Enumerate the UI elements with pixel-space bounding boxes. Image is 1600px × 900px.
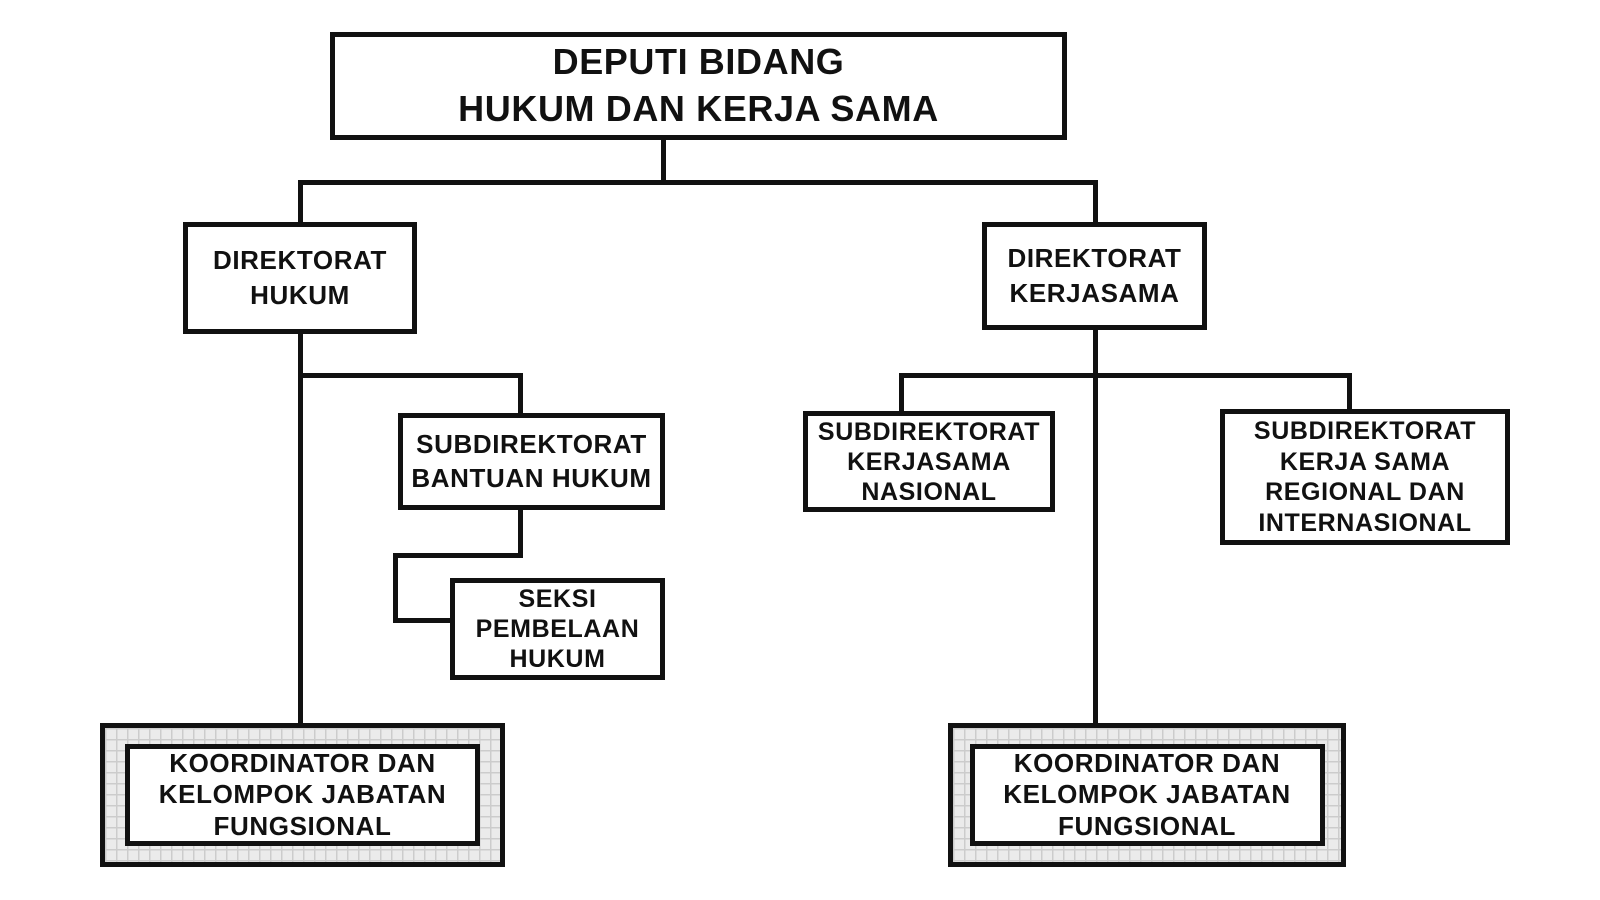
connector-deputi-stem (661, 138, 666, 185)
connector-drop-subdit-bantuan (518, 373, 523, 415)
node-label-line: PEMBELAAN (475, 615, 640, 643)
node-label-line: KOORDINATOR DAN (1013, 748, 1281, 779)
node-label-line: INTERNASIONAL (1258, 508, 1472, 537)
connector-seksi-enter (393, 618, 453, 623)
node-direktorat-hukum: DIREKTORAT HUKUM (183, 222, 417, 334)
connector-seksi-elbow-left (393, 553, 398, 623)
node-label-line: HUKUM (509, 645, 606, 673)
node-label-line: BANTUAN HUKUM (411, 462, 652, 493)
connector-bantuan-stem-down (518, 508, 523, 558)
node-label-line: NASIONAL (861, 477, 997, 506)
node-label-line: HUKUM (250, 280, 350, 310)
node-label-line: KELOMPOK JABATAN (158, 779, 447, 810)
connector-kerjasama-branch (899, 373, 1352, 378)
node-koordinator-kerjasama-frame: KOORDINATOR DAN KELOMPOK JABATAN FUNGSIO… (948, 723, 1346, 867)
node-label-line: SUBDIREKTORAT (1253, 417, 1477, 445)
connector-drop-subdit-nasional (899, 373, 904, 413)
node-label-line: KERJASAMA (1009, 278, 1180, 308)
node-label-line: KERJASAMA (847, 447, 1011, 476)
node-direktorat-kerjasama: DIREKTORAT KERJASAMA (982, 222, 1207, 330)
node-label-line: KERJA SAMA (1279, 447, 1451, 476)
connector-drop-subdit-regional (1347, 373, 1352, 411)
node-label-line: HUKUM DAN KERJA SAMA (458, 88, 939, 129)
node-label-line: DEPUTI BIDANG (552, 41, 845, 83)
node-koordinator-hukum-frame: KOORDINATOR DAN KELOMPOK JABATAN FUNGSIO… (100, 723, 505, 867)
connector-kerjasama-main-vertical (1093, 328, 1098, 723)
node-label-line: DIREKTORAT (1007, 242, 1182, 273)
node-label-line: KELOMPOK JABATAN (1003, 779, 1291, 810)
node-label-line: KOORDINATOR DAN (169, 748, 436, 779)
node-deputi-bidang: DEPUTI BIDANG HUKUM DAN KERJA SAMA (330, 32, 1067, 140)
node-label-line: REGIONAL DAN (1265, 478, 1465, 506)
node-koordinator-kerjasama: KOORDINATOR DAN KELOMPOK JABATAN FUNGSIO… (969, 744, 1325, 846)
node-koordinator-hukum: KOORDINATOR DAN KELOMPOK JABATAN FUNGSIO… (125, 744, 480, 846)
node-label-line: FUNGSIONAL (1058, 810, 1236, 841)
connector-seksi-elbow-top (393, 553, 523, 558)
node-subdirektorat-kerja-sama-regional: SUBDIREKTORAT KERJA SAMA REGIONAL DAN IN… (1220, 409, 1510, 545)
node-label-line: FUNGSIONAL (213, 810, 392, 841)
connector-drop-direktorat-kerjasama (1093, 180, 1098, 224)
connector-hukum-main-vertical (298, 332, 303, 723)
connector-hukum-branch (298, 373, 523, 378)
connector-top-branch (298, 180, 1098, 185)
node-subdirektorat-bantuan-hukum: SUBDIREKTORAT BANTUAN HUKUM (398, 413, 665, 510)
node-label-line: DIREKTORAT (212, 244, 388, 275)
node-label-line: SUBDIREKTORAT (817, 417, 1041, 446)
node-label-line: SUBDIREKTORAT (416, 428, 647, 459)
connector-drop-direktorat-hukum (298, 180, 303, 224)
node-subdirektorat-kerjasama-nasional: SUBDIREKTORAT KERJASAMA NASIONAL (803, 411, 1055, 512)
node-label-line: SEKSI (518, 585, 597, 613)
node-seksi-pembelaan-hukum: SEKSI PEMBELAAN HUKUM (450, 578, 665, 680)
